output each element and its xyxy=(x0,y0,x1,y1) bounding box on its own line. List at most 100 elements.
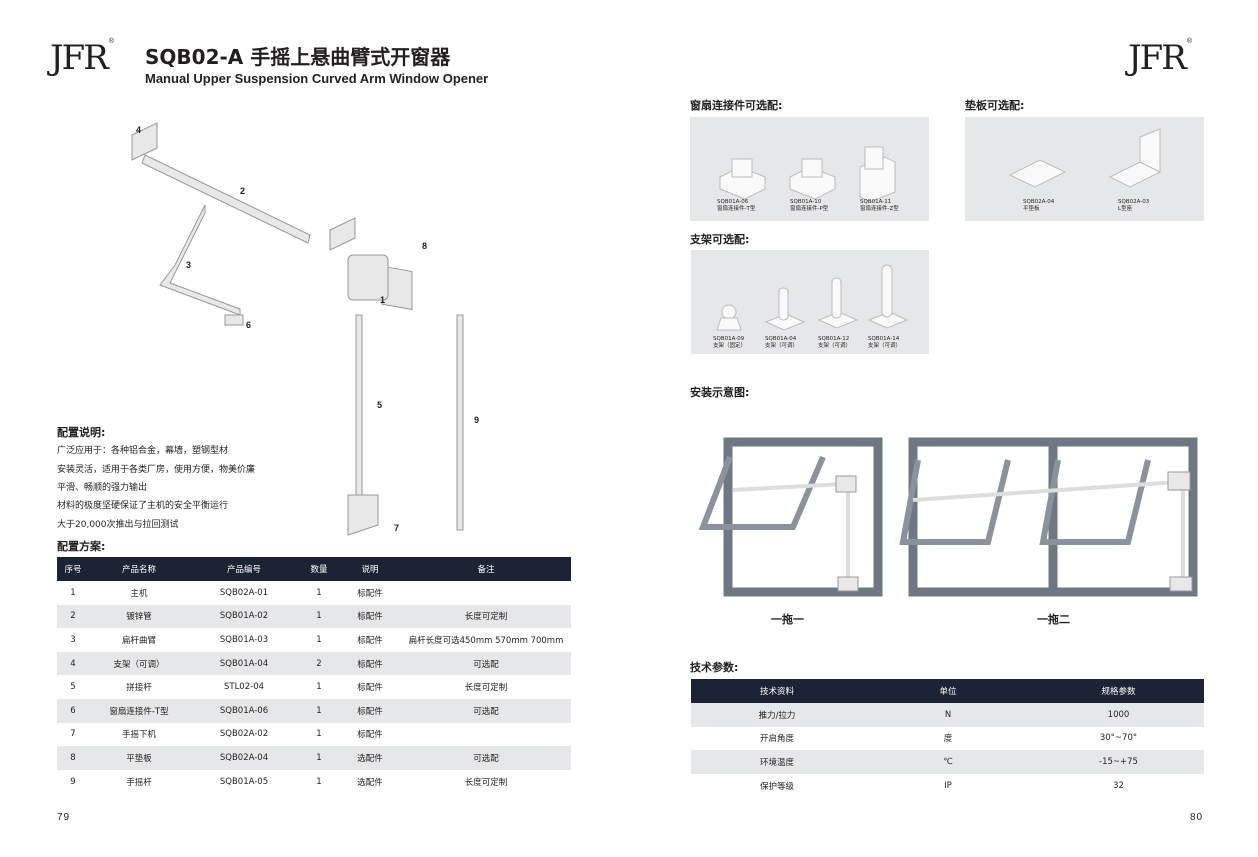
table-cell: 可选配 xyxy=(401,698,571,723)
callout-6: 6 xyxy=(246,320,252,330)
table-cell: 1 xyxy=(299,604,339,629)
option-code: SQB02A-03 xyxy=(1118,199,1150,205)
callout-9: 9 xyxy=(474,415,480,425)
table-cell: 扁杆曲臂 xyxy=(121,635,156,646)
option-code: SQB01A-10 xyxy=(790,199,822,205)
config-desc-heading: 配置说明: xyxy=(57,426,106,439)
part-crank-rod xyxy=(456,314,464,531)
table-cell: 1 xyxy=(299,698,339,723)
table-cell: SQB01A-04 xyxy=(189,651,299,676)
table-cell: 镀锌管 xyxy=(89,604,189,629)
install-caption-single: 一拖一 xyxy=(771,613,804,626)
table-cell: -15~+75 xyxy=(1033,750,1204,774)
table-cell: 1 xyxy=(316,682,322,693)
option-code: SQB02A-04 xyxy=(1023,199,1055,205)
config-plan-heading: 配置方案: xyxy=(57,540,106,553)
table-cell: 长度可定制 xyxy=(401,604,571,629)
table-cell: SQB01A-06 xyxy=(189,698,299,723)
callout-7: 7 xyxy=(394,523,400,533)
page-number-left: 79 xyxy=(57,812,71,823)
desc-line: 安装灵活，适用于各类厂房，使用方便，物美价廉 xyxy=(57,465,256,475)
tech-heading: 技术参数: xyxy=(690,661,739,674)
table-cell: 8 xyxy=(57,746,89,770)
table-cell: 标配件 xyxy=(357,730,383,741)
table-cell: 窗扇连接件-T型 xyxy=(89,698,189,723)
option-name: 支架（固定） xyxy=(713,343,747,349)
col-header: 序号 xyxy=(57,557,89,581)
callout-4: 4 xyxy=(136,125,142,135)
table-cell: IP xyxy=(944,780,952,791)
option-code: SQB01A-09 xyxy=(713,336,745,342)
bracket-options-panel xyxy=(691,250,929,354)
table-cell: 2 xyxy=(57,604,89,629)
table-cell: 保护等级 xyxy=(759,781,794,792)
install-heading: 安装示意图: xyxy=(690,386,750,399)
table-cell: 度 xyxy=(943,734,953,745)
table-cell: 标配件 xyxy=(357,635,383,646)
table-cell: 1 xyxy=(316,587,322,598)
option-code: SQB01A-06 xyxy=(717,199,749,205)
table-cell: 标配件 xyxy=(339,604,401,629)
option-code: SQB01A-12 xyxy=(818,336,850,342)
option-name: 支架（可调） xyxy=(765,343,799,349)
table-cell: 支架（可调） xyxy=(89,651,189,676)
col-header: 产品编号 xyxy=(189,557,299,581)
table-cell: SQB01A-03 xyxy=(219,634,269,645)
install-illustration xyxy=(698,437,1198,597)
option-name: 平垫板 xyxy=(1023,206,1040,212)
table-cell: 选配件 xyxy=(339,746,401,770)
table-cell: 标配件 xyxy=(357,683,383,694)
callout-1: 1 xyxy=(380,295,386,305)
table-cell: 2 xyxy=(299,651,339,676)
table-cell: 拼接杆 xyxy=(126,683,152,694)
col-header: 备注 xyxy=(401,557,571,581)
table-cell: 长度可定制 xyxy=(464,683,508,694)
bracket-options-heading: 支架可选配: xyxy=(690,233,750,246)
install-caption-double: 一拖二 xyxy=(1037,613,1070,626)
table-cell: N xyxy=(863,703,1033,727)
table-cell: 7 xyxy=(70,729,76,740)
option-code: SQB01A-04 xyxy=(765,336,797,342)
table-cell: SQB01A-02 xyxy=(189,604,299,629)
table-cell: 标配件 xyxy=(339,651,401,676)
table-row: 保护等级 IP 32 xyxy=(691,774,1204,798)
option-code: SQB01A-11 xyxy=(860,199,892,205)
table-cell: 扁杆长度可选450mm 570mm 700mm xyxy=(408,635,564,646)
option-name: 窗扇连接件-Z型 xyxy=(860,206,899,212)
table-cell: ℃ xyxy=(863,750,1033,774)
table-cell: 1000 xyxy=(1033,703,1204,727)
table-cell: STL02-04 xyxy=(223,682,265,693)
option-name: L型座 xyxy=(1118,206,1133,212)
table-cell: 长度可定制 xyxy=(464,777,508,788)
table-cell: 4 xyxy=(57,651,89,676)
col-header: 产品名称 xyxy=(89,557,189,581)
table-cell: 主机 xyxy=(130,588,148,599)
table-cell: 手摇下机 xyxy=(121,730,156,741)
option-name: 支架（可调） xyxy=(868,343,902,349)
sash-options-heading: 窗扇连接件可选配: xyxy=(690,99,783,112)
part-main-unit xyxy=(347,254,389,301)
table-cell: 可选配 xyxy=(401,746,571,770)
table-cell: 平垫板 xyxy=(89,746,189,770)
table-cell: 32 xyxy=(1113,780,1124,791)
desc-line: 大于20,000次推出与拉回测试 xyxy=(57,520,179,530)
table-cell: 30°~70° xyxy=(1099,733,1138,744)
table-cell: SQB01A-05 xyxy=(219,776,269,787)
table-cell: 开启角度 xyxy=(759,734,794,745)
sash-options-panel xyxy=(690,117,929,221)
exploded-diagram xyxy=(131,122,464,536)
plate-options-panel xyxy=(965,117,1204,221)
callout-2: 2 xyxy=(240,186,246,196)
table-cell: 6 xyxy=(57,698,89,723)
col-header: 说明 xyxy=(339,557,401,581)
table-cell: SQB02A-01 xyxy=(219,587,269,598)
table-cell: 手摇杆 xyxy=(126,777,152,788)
